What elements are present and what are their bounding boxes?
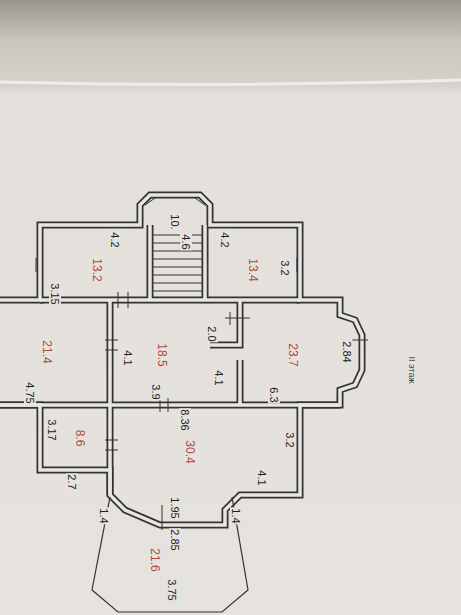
- dimension-label: 3.2: [284, 431, 296, 448]
- stairs: [145, 198, 205, 291]
- dimension-label: 4.6: [180, 233, 192, 250]
- room-area: 21.4: [41, 339, 53, 364]
- room-area: 30.4: [184, 439, 196, 464]
- room-area: 23.7: [287, 342, 299, 367]
- dimension-label: 4.1: [213, 369, 225, 386]
- floor-title: II этаж: [406, 356, 418, 385]
- room-area: 21.6: [149, 547, 161, 572]
- room-area: 8.6: [74, 429, 86, 448]
- room-area: 13.4: [247, 257, 259, 282]
- dimension-label: 4.2: [219, 231, 231, 248]
- dimension-label: 10.: [169, 213, 181, 230]
- dimension-label: 4.1: [122, 349, 134, 366]
- dimension-label: 3.75: [166, 578, 178, 601]
- walls: [0, 195, 362, 525]
- dimension-label: 8.36: [179, 408, 191, 431]
- dimension-label: 4.75: [24, 381, 36, 404]
- dimension-label: 6.3: [268, 386, 280, 403]
- dimension-label: 3.17: [46, 418, 58, 441]
- dimension-label: 3.9: [150, 383, 162, 400]
- dimension-label: 2.84: [341, 340, 353, 363]
- dimension-label: 3.2: [279, 259, 291, 276]
- door-marks: [36, 258, 368, 530]
- dimension-label: 1.4: [230, 507, 242, 524]
- room-area: 18.5: [156, 342, 168, 367]
- dimension-label: 1.4: [98, 507, 110, 524]
- dimension-label: 1.95: [169, 496, 181, 519]
- room-area: 13.2: [91, 257, 103, 282]
- terrace-outline: [92, 497, 248, 612]
- page-edge: [0, 80, 461, 85]
- dimension-label: 2.7: [66, 473, 78, 490]
- dimension-label: 4.1: [256, 469, 268, 486]
- dimension-label: 2.85: [169, 528, 181, 551]
- dimension-label: 2.0: [206, 325, 218, 342]
- dimension-label: 4.2: [109, 231, 121, 248]
- dimension-label: 3.15: [49, 282, 61, 305]
